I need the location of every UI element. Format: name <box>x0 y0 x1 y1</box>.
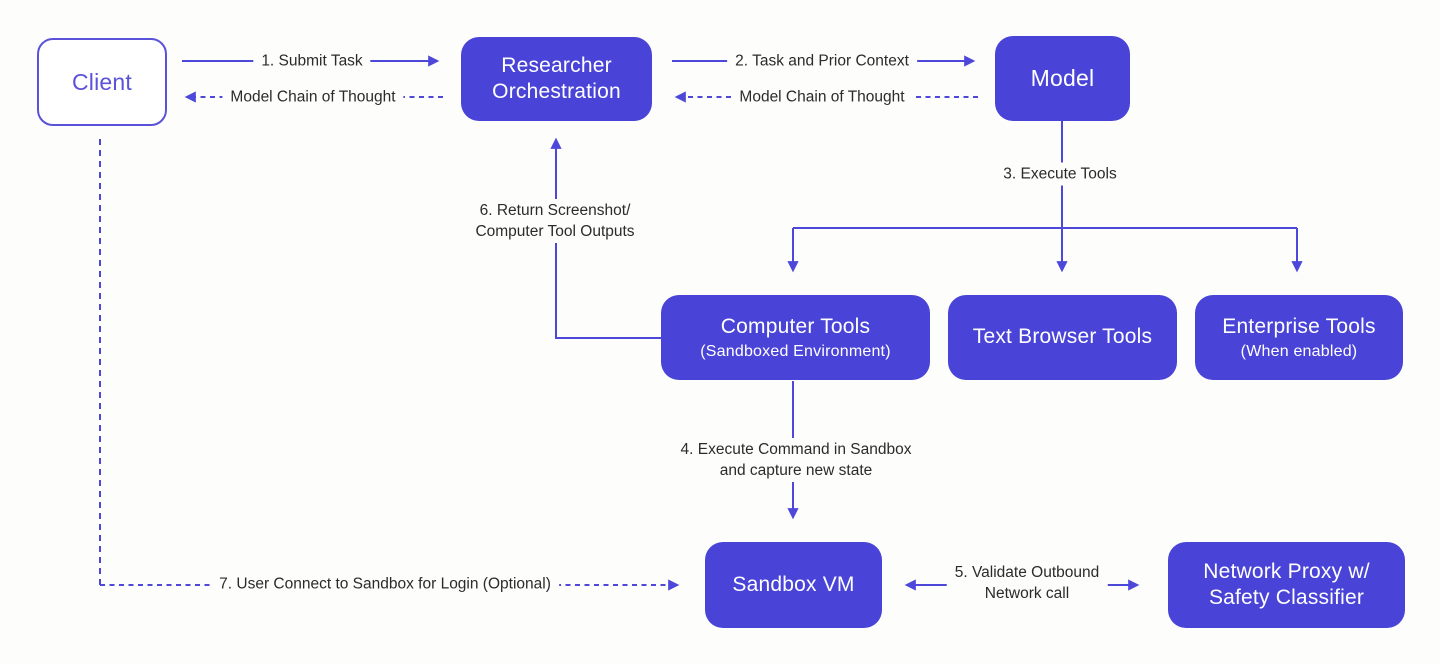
node-text-browser-tools: Text Browser Tools <box>948 295 1177 380</box>
edge-label-return-outputs: 6. Return Screenshot/ Computer Tool Outp… <box>467 199 643 243</box>
node-network-proxy-line2: Safety Classifier <box>1208 586 1365 609</box>
edge-label-return-outputs-line1: 6. Return Screenshot/ <box>479 202 631 219</box>
node-enterprise-tools-line2: (When enabled) <box>1240 342 1358 360</box>
edge-label-execute-command-line2: and capture new state <box>719 462 873 479</box>
node-sandbox-vm-label: Sandbox VM <box>732 572 855 596</box>
edge-label-return-outputs-line2: Computer Tool Outputs <box>475 223 635 240</box>
node-computer-tools-line2: (Sandboxed Environment) <box>700 342 891 360</box>
node-enterprise-tools: Enterprise Tools (When enabled) <box>1195 295 1403 380</box>
edge-label-model-cot-orchestration: Model Chain of Thought <box>731 85 913 109</box>
node-researcher-orchestration: Researcher Orchestration <box>461 37 652 121</box>
edge-label-task-prior-context: 2. Task and Prior Context <box>727 49 917 73</box>
node-client: Client <box>37 38 167 126</box>
edge-label-user-connect: 7. User Connect to Sandbox for Login (Op… <box>211 572 559 596</box>
edge-label-model-cot-client: Model Chain of Thought <box>222 85 404 109</box>
node-enterprise-tools-line1: Enterprise Tools <box>1222 314 1376 338</box>
node-sandbox-vm: Sandbox VM <box>705 542 882 628</box>
node-computer-tools-line1: Computer Tools <box>720 314 871 338</box>
edge-label-execute-command-line1: 4. Execute Command in Sandbox <box>680 441 912 458</box>
edge-label-validate-outbound-line2: Network call <box>984 585 1070 602</box>
edge-label-execute-tools: 3. Execute Tools <box>995 162 1125 186</box>
node-researcher-orchestration-line1: Researcher <box>501 53 612 77</box>
edge-label-execute-command: 4. Execute Command in Sandbox and captur… <box>672 438 920 482</box>
node-model-label: Model <box>1030 65 1095 92</box>
node-researcher-orchestration-line2: Orchestration <box>492 80 621 103</box>
node-network-proxy-line1: Network Proxy w/ <box>1203 559 1370 583</box>
node-computer-tools: Computer Tools (Sandboxed Environment) <box>661 295 930 380</box>
node-network-proxy: Network Proxy w/ Safety Classifier <box>1168 542 1405 628</box>
node-client-label: Client <box>71 68 132 95</box>
edge-label-validate-outbound-line1: 5. Validate Outbound <box>954 564 1100 581</box>
edge-label-validate-outbound: 5. Validate Outbound Network call <box>946 561 1108 605</box>
edge-label-submit-task: 1. Submit Task <box>253 49 371 73</box>
node-text-browser-tools-label: Text Browser Tools <box>972 325 1153 349</box>
node-model: Model <box>995 36 1130 121</box>
